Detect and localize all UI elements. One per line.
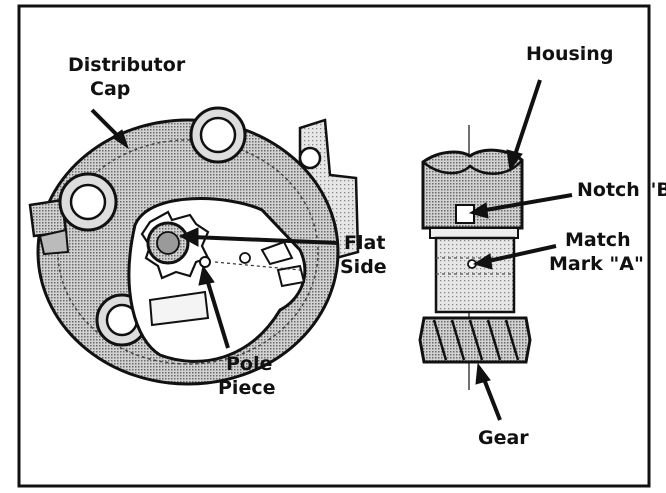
drive-shaft	[434, 236, 516, 314]
cap-terminal-left	[58, 172, 118, 232]
label-distributor-cap-line2: Cap	[90, 78, 130, 100]
notch-b	[455, 204, 475, 224]
label-flat-side-line1: Flat	[344, 232, 385, 254]
label-flat-side-line2: Side	[340, 256, 387, 278]
label-housing: Housing	[526, 43, 613, 65]
label-pole-piece-line2: Piece	[218, 377, 275, 399]
label-distributor-cap-line1: Distributor	[68, 54, 186, 76]
cap-terminal-upper	[189, 106, 247, 164]
leader-arrows-right	[468, 79, 573, 421]
pole-piece	[199, 256, 211, 268]
label-gear: Gear	[478, 427, 529, 449]
label-pole-piece-line1: Pole	[226, 353, 272, 375]
label-match-mark-line1: Match	[565, 229, 631, 251]
diagram-border	[17, 4, 651, 488]
label-match-mark-line2: Mark "A"	[549, 253, 644, 275]
leader-arrows-left	[90, 108, 339, 349]
distributor-assembly	[28, 106, 360, 386]
label-notch-b: Notch "B"	[577, 179, 666, 201]
